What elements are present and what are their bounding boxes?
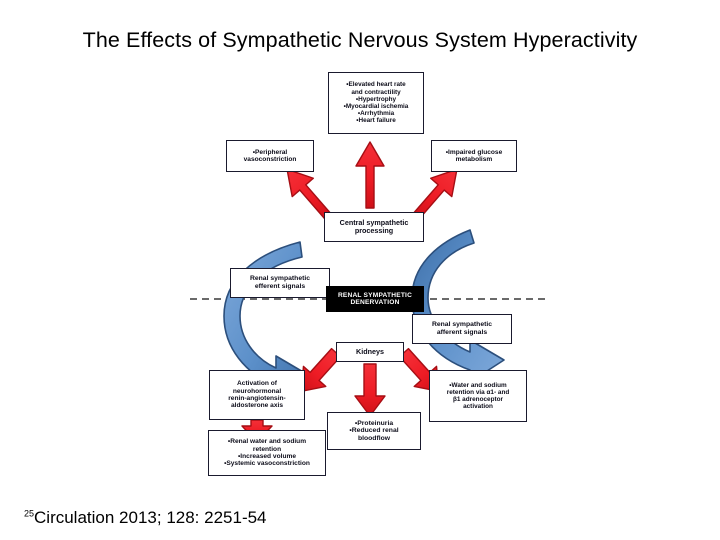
water-line-1: •Water and sodium	[449, 381, 507, 389]
afferent-line-1: Renal sympathetic	[431, 321, 493, 329]
arrow-central-to-peripheral	[286, 168, 335, 223]
proteinuria-box[interactable]: •Proteinuria •Reduced renal bloodflow	[327, 412, 421, 450]
efferent-line-1: Renal sympathetic	[249, 275, 311, 283]
afferent-line-2: afferent signals	[436, 329, 488, 336]
glucose-line-2: metabolism	[455, 156, 493, 163]
kidneys-box[interactable]: Kidneys	[336, 342, 404, 362]
peripheral-line-2: vasoconstriction	[243, 156, 297, 163]
raas-line-3: renin-angiotensin-	[228, 395, 286, 402]
raas-line-1: Activation of	[237, 380, 277, 388]
citation-reference-number: 25	[24, 508, 35, 519]
renal-retention-line-2: retention	[252, 445, 282, 453]
renal-retention-line-1: •Renal water and sodium	[227, 438, 307, 446]
water-line-3: β1 adrenoceptor	[452, 396, 504, 403]
renal-afferent-signals-box[interactable]: Renal sympathetic afferent signals	[412, 314, 512, 344]
water-line-2: retention via α1- and	[446, 388, 510, 396]
cardiac-line-1: •Elevated heart rate	[346, 81, 406, 89]
raas-line-2: neurohormonal	[232, 387, 282, 395]
renal-retention-line-4: •Systemic vasoconstriction	[224, 460, 310, 468]
efferent-line-2: efferent signals	[254, 283, 306, 290]
water-sodium-retention-box[interactable]: •Water and sodium retention via α1- and …	[429, 370, 527, 422]
raas-line-4: aldosterone axis	[230, 402, 284, 410]
proteinuria-line-2: •Reduced renal	[349, 427, 399, 435]
central-sympathetic-processing-box[interactable]: Central sympathetic processing	[324, 212, 424, 242]
citation: 25Circulation 2013; 128: 2251-54	[24, 508, 267, 528]
arrow-central-to-glucose	[409, 168, 458, 223]
peripheral-vasoconstriction-box[interactable]: •Peripheral vasoconstriction	[226, 140, 314, 172]
proteinuria-line-3: bloodflow	[357, 434, 391, 442]
denervation-line-2: DENERVATION	[350, 299, 400, 306]
renal-efferent-signals-box[interactable]: Renal sympathetic efferent signals	[230, 268, 330, 298]
denervation-line-1: RENAL SYMPATHETIC	[337, 291, 413, 299]
sympathetic-hyperactivity-diagram: •Elevated heart rate and contractility •…	[150, 66, 570, 486]
water-line-4: activation	[463, 403, 493, 411]
central-line-1: Central sympathetic	[339, 217, 409, 227]
cardiac-line-2: and contractility	[351, 88, 401, 96]
raas-activation-box[interactable]: Activation of neurohormonal renin-angiot…	[209, 370, 305, 420]
cardiac-line-3: •Hypertrophy	[355, 95, 397, 103]
arrow-afferent-loop	[411, 229, 505, 383]
central-line-2: processing	[354, 226, 394, 235]
peripheral-line-1: •Peripheral	[252, 148, 288, 156]
kidneys-label: Kidneys	[356, 346, 384, 356]
arrow-kidneys-to-proteinuria	[354, 363, 386, 417]
citation-text: Circulation 2013; 128: 2251-54	[34, 508, 267, 527]
glucose-line-1: •Impaired glucose	[445, 148, 503, 156]
renal-sympathetic-denervation-box[interactable]: RENAL SYMPATHETIC DENERVATION	[326, 286, 424, 312]
impaired-glucose-box[interactable]: •Impaired glucose metabolism	[431, 140, 517, 172]
cardiac-effects-box[interactable]: •Elevated heart rate and contractility •…	[328, 72, 424, 134]
renal-retention-volume-box[interactable]: •Renal water and sodium retention •Incre…	[208, 430, 326, 476]
proteinuria-line-1: •Proteinuria	[354, 419, 394, 427]
renal-retention-line-3: •Increased volume	[237, 453, 296, 460]
page-title: The Effects of Sympathetic Nervous Syste…	[82, 28, 638, 52]
arrow-central-to-cardiac	[355, 141, 385, 209]
cardiac-line-5: •Arrhythmia	[357, 110, 395, 118]
connector-arrows-layer	[223, 141, 505, 443]
cardiac-line-4: •Myocardial ischemia	[343, 103, 409, 110]
cardiac-line-6: •Heart failure	[356, 117, 396, 125]
